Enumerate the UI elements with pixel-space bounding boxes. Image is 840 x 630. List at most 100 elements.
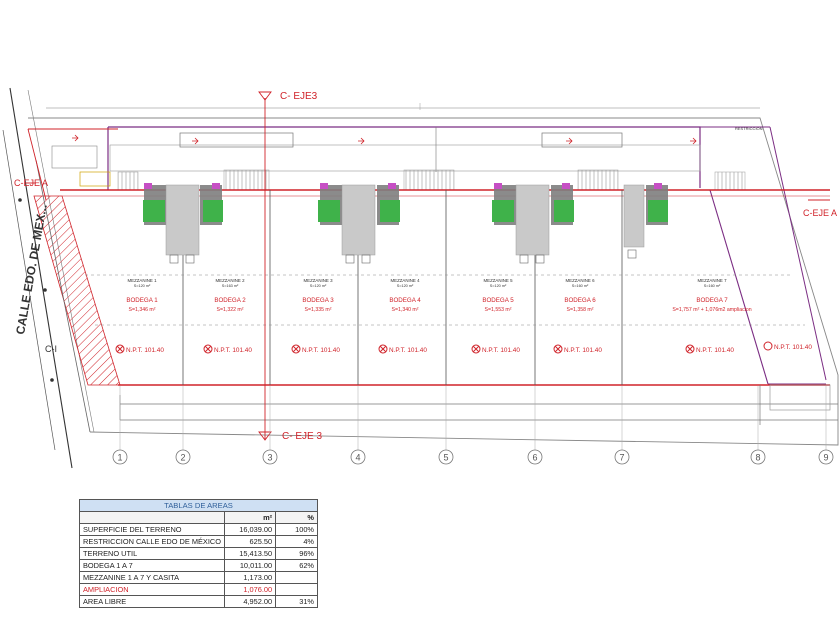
area-table-cell-pct: 100% (275, 523, 318, 536)
area-table-cell-label: BODEGA 1 A 7 (79, 559, 225, 572)
grid-axis-circle-6 (527, 449, 543, 465)
mezzanine-label-7: MEZZANINE 7 (697, 278, 727, 283)
dock-cluster-4 (623, 183, 668, 259)
area-table-cell-label: TERRENO UTIL (79, 547, 225, 560)
npt-label-2: N.P.T. 101.40 (214, 347, 252, 354)
mezzanine-label-2: MEZZANINE 2 (215, 278, 245, 283)
area-table-cell-label: RESTRICCION CALLE EDO DE MÉXICO (79, 535, 225, 548)
level-marker-icon-6 (553, 344, 563, 354)
bodega-name-1: BODEGA 1 (126, 297, 158, 304)
area-table-col-pct: % (275, 511, 318, 524)
grid-axis-circle-4 (350, 449, 366, 465)
eje3-bottom-label: C- EJE 3 (282, 431, 322, 442)
grid-axis-circle-9 (818, 449, 834, 465)
area-table-cell-pct (275, 583, 318, 596)
c1-label: C-I (45, 344, 57, 354)
restriccion-tag: RESTRICCION (735, 126, 763, 131)
ejea-left-label: C-EJE A (14, 178, 48, 188)
site-boundary (28, 103, 839, 446)
grid-axis-label-2: 2 (180, 453, 185, 463)
area-table-cell-pct: 62% (275, 559, 318, 572)
level-marker-cross-2 (204, 345, 212, 353)
area-table-cell-m2: 16,039.00 (223, 523, 277, 536)
level-marker-icon-extra (763, 341, 773, 351)
mezzanine-area-5: S=120 m² (490, 284, 507, 288)
eje3-top-label: C- EJE3 (280, 91, 318, 102)
bodega-name-7: BODEGA 7 (696, 297, 728, 304)
npt-label-extra: N.P.T. 101.40 (774, 344, 812, 351)
mezzanine-label-6: MEZZANINE 6 (565, 278, 595, 283)
grid-axis-circle-5 (438, 449, 454, 465)
bodega-area-3: S=1,335 m² (305, 307, 332, 313)
mezzanine-area-1: S=120 m² (134, 284, 151, 288)
dock-cluster-3 (492, 183, 574, 264)
service-zone (51, 127, 746, 191)
entry-markers (72, 134, 697, 145)
grid-axis-label-4: 4 (355, 453, 360, 463)
mezzanine-label-1: MEZZANINE 1 (127, 278, 157, 283)
level-marker-cross-7 (686, 345, 694, 353)
restriction-strip (33, 195, 121, 386)
bodega-area-5: S=1,553 m² (485, 307, 512, 313)
mezzanine-area-2: S=163 m² (222, 284, 239, 288)
grid-axis-label-8: 8 (755, 453, 760, 463)
grid-axis-circle-1 (112, 449, 128, 465)
area-table-cell-m2: 625.50 (223, 535, 277, 548)
area-table-col-label (79, 511, 225, 524)
npt-label-1: N.P.T. 101.40 (126, 347, 164, 354)
grid-axis-label-1: 1 (117, 453, 122, 463)
bodega-area-1: S=1,346 m² (129, 307, 156, 313)
bodega-name-4: BODEGA 4 (389, 297, 421, 304)
grid-axis-label-9: 9 (823, 453, 828, 463)
npt-label-7: N.P.T. 101.40 (696, 347, 734, 354)
grid-axis-circle-3 (262, 449, 278, 465)
area-table-cell-pct: 96% (275, 547, 318, 560)
bodega-area-2: S=1,322 m² (217, 307, 244, 313)
level-marker-icon-2 (203, 344, 213, 354)
mezzanine-area-6: S=160 m² (572, 284, 589, 288)
area-table-cell-pct (275, 571, 318, 584)
grid-axis-circle-7 (614, 449, 630, 465)
mezzanine-label-5: MEZZANINE 5 (483, 278, 513, 283)
area-table-cell-m2: 1,076.00 (223, 583, 277, 596)
mezzanine-area-4: S=120 m² (397, 284, 414, 288)
level-marker-cross-6 (554, 345, 562, 353)
grid-axis-label-5: 5 (443, 453, 448, 463)
mezzanine-label-4: MEZZANINE 4 (390, 278, 420, 283)
npt-label-6: N.P.T. 101.40 (564, 347, 602, 354)
area-table-cell-pct: 4% (275, 535, 318, 548)
driveway (119, 384, 838, 425)
grid-axis-circle-2 (175, 449, 191, 465)
area-table-cell-label: AREA LIBRE (79, 595, 225, 608)
bodega-area-7: S=1,757 m² + 1,076m2 ampliacion (672, 307, 751, 313)
area-table-cell-m2: 10,011.00 (223, 559, 277, 572)
area-table-cell-label: SUPERFICIE DEL TERRENO (79, 523, 225, 536)
bodega-name-2: BODEGA 2 (214, 297, 246, 304)
area-table-cell-m2: 4,952.00 (223, 595, 277, 608)
grid-axis-label-3: 3 (267, 453, 272, 463)
level-marker-icon-3 (291, 344, 301, 354)
area-table-cell-m2: 1,173.00 (223, 571, 277, 584)
bodega-area-4: S=1,340 m² (392, 307, 419, 313)
level-marker-cross-1 (116, 345, 124, 353)
bodega-name-5: BODEGA 5 (482, 297, 514, 304)
npt-label-4: N.P.T. 101.40 (389, 347, 427, 354)
dock-cluster-2 (318, 183, 400, 264)
ejea-right-label: C-EJE A (803, 208, 837, 218)
dashed-levels (85, 274, 805, 326)
level-marker-cross-3 (292, 345, 300, 353)
bodega-name-6: BODEGA 6 (564, 297, 596, 304)
area-table-cell-label: AMPLIACION (79, 583, 225, 596)
npt-label-3: N.P.T. 101.40 (302, 347, 340, 354)
mezzanine-area-3: S=120 m² (310, 284, 327, 288)
grid-axis-circle-8 (750, 449, 766, 465)
mezzanine-area-7: S=160 m² (704, 284, 721, 288)
